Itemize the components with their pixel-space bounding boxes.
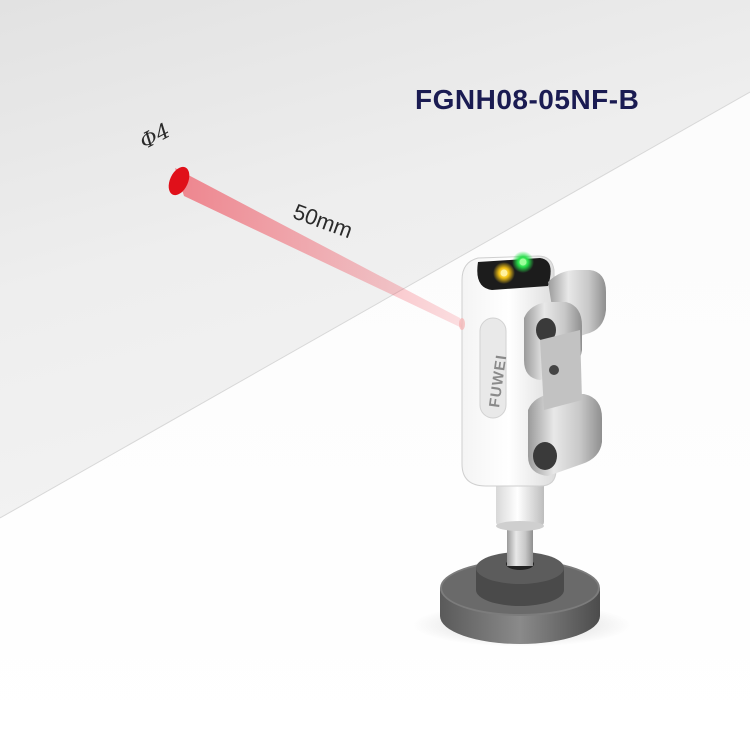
model-title: FGNH08-05NF-B	[415, 84, 640, 115]
sensor-body	[459, 251, 606, 487]
laser-beam	[175, 168, 462, 328]
wall-edge	[0, 91, 750, 519]
mounting-base	[440, 552, 600, 644]
wall-surface	[0, 0, 750, 518]
laser-spot	[168, 166, 190, 196]
